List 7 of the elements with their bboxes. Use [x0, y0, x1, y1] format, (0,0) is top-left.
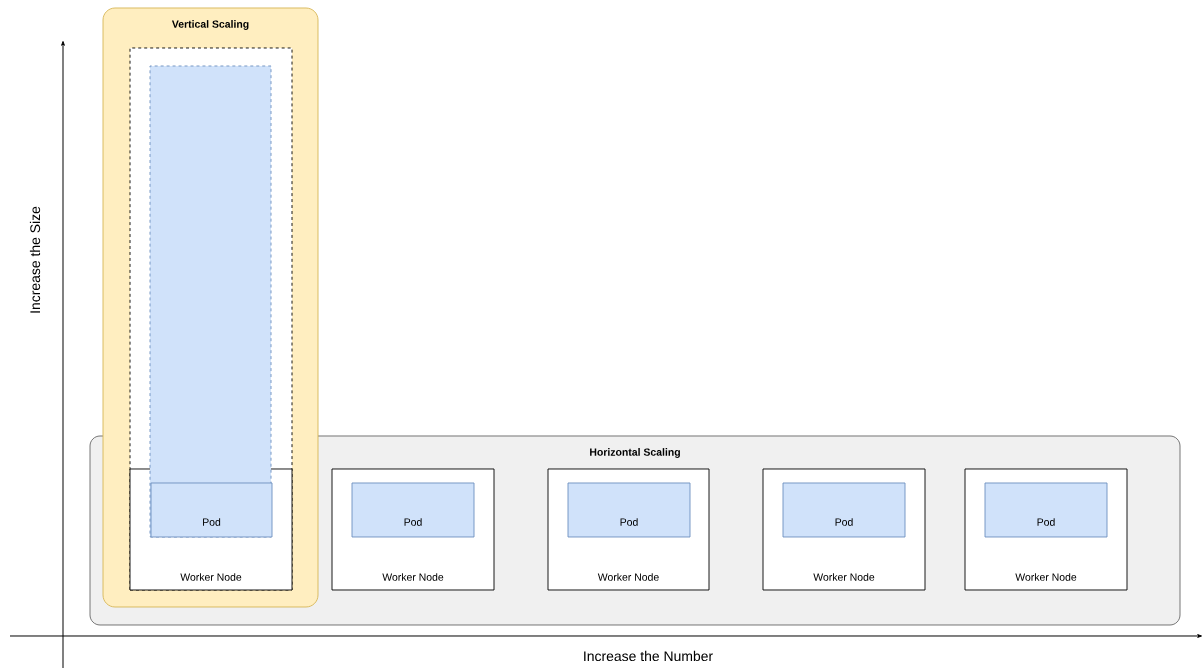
pod-box: Pod	[150, 482, 273, 538]
pod-box: Pod	[351, 482, 475, 538]
pod-box: Pod	[567, 482, 691, 538]
axis-label: Increase the Size	[29, 206, 41, 313]
axis-label: Increase the Number	[584, 650, 713, 662]
pod-box: Pod	[984, 482, 1108, 538]
pod-box: Pod	[782, 482, 906, 538]
